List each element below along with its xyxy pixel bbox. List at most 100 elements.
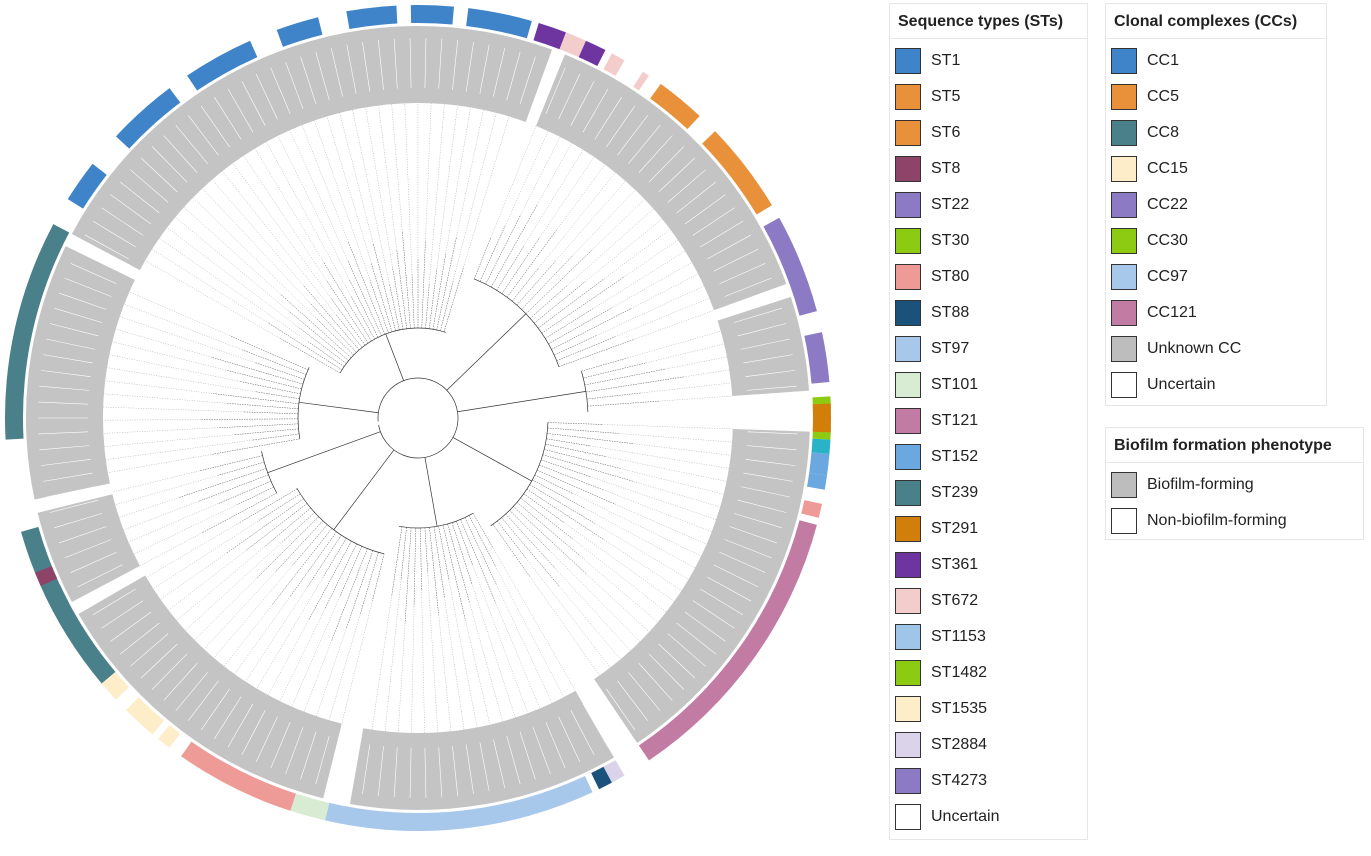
tree-leaf-branch	[541, 277, 624, 334]
st-label: Uncertain	[931, 808, 1000, 825]
tree-leaf-connector	[596, 285, 705, 336]
tree-leaf-connector	[328, 614, 361, 721]
leaf-label-mark	[667, 169, 706, 203]
tree-leaf-branch	[202, 492, 277, 533]
leaf-label-mark	[746, 385, 797, 391]
tree-leaf-connector	[618, 433, 733, 443]
tree-root-arc	[377, 377, 459, 459]
leaf-label-mark	[300, 56, 317, 105]
leaf-label-mark	[92, 220, 136, 248]
tree-leaf-connector	[590, 445, 729, 469]
tree-leaf-branch	[442, 525, 466, 621]
st-ring-segment	[410, 4, 454, 25]
tree-leaf-branch	[275, 520, 324, 572]
leaf-label-mark	[270, 722, 291, 769]
leaf-label-mark	[175, 672, 208, 711]
tree-leaf-connector	[523, 149, 584, 247]
leaf-label-mark	[77, 564, 123, 588]
st-legend-item: ST239	[890, 475, 1087, 511]
tree-leaf-connector	[492, 547, 576, 691]
tree-leaf-connector	[103, 393, 228, 404]
leaf-label-mark	[684, 611, 726, 642]
st-ring-segment	[812, 403, 832, 433]
st-label: ST1482	[931, 664, 988, 681]
leaf-label-mark	[175, 125, 208, 164]
tree-leaf-connector	[277, 135, 350, 280]
biofilm-legend: Biofilm formation phenotype Biofilm-form…	[1105, 427, 1364, 540]
tree-leaf-connector	[428, 104, 445, 285]
tree-leaf-connector	[634, 443, 731, 456]
leaf-label-mark	[214, 696, 242, 740]
leaf-label-mark	[151, 146, 188, 183]
leaf-label-mark	[77, 248, 123, 272]
tree-leaf-branch	[433, 526, 445, 598]
tree-leaf-connector	[592, 250, 686, 310]
tree-leaf-branch	[464, 517, 497, 585]
tree-leaf-connector	[245, 587, 308, 682]
tree-leaf-connector	[601, 424, 733, 430]
st-ring-segment	[346, 5, 398, 30]
leaf-label-mark	[110, 194, 152, 225]
st-legend-item: ST88	[890, 295, 1087, 331]
leaf-label-mark	[506, 735, 521, 785]
tree-leaf-connector	[119, 497, 180, 518]
tree-leaf-connector	[623, 239, 679, 278]
leaf-label-mark	[570, 710, 595, 755]
tree-leaf-branch	[308, 541, 352, 620]
cc-label: CC1	[1147, 52, 1180, 69]
leaf-label-mark	[346, 742, 357, 792]
tree-leaf-connector	[594, 523, 689, 580]
cc-swatch	[1111, 120, 1137, 146]
tree-leaf-connector	[572, 493, 702, 557]
tree-leaf-branch	[432, 253, 447, 330]
tree-leaf-connector	[584, 218, 663, 282]
leaf-label-mark	[606, 105, 636, 148]
st-swatch	[895, 48, 921, 74]
leaf-label-mark	[49, 323, 99, 337]
st-legend-item: ST5	[890, 79, 1087, 115]
tree-leaf-connector	[557, 164, 606, 230]
leaf-label-mark	[570, 81, 595, 126]
st-swatch	[895, 768, 921, 794]
tree-branch-arc	[474, 278, 560, 367]
tree-leaf-branch	[554, 335, 597, 356]
tree-leaf-connector	[183, 207, 282, 296]
tree-leaf-branch	[370, 262, 393, 332]
leaf-label-mark	[163, 663, 198, 701]
tree-leaf-branch	[447, 523, 470, 602]
leaf-label-mark	[719, 551, 766, 573]
cc-label: Unknown CC	[1147, 340, 1242, 357]
cc-swatch	[1111, 192, 1137, 218]
st-legend-item: ST97	[890, 331, 1087, 367]
st-swatch	[895, 732, 921, 758]
tree-leaf-branch	[587, 400, 660, 407]
tree-leaf-branch	[402, 232, 411, 329]
tree-leaf-connector	[633, 481, 721, 508]
st-ring-segment	[578, 40, 606, 67]
tree-leaf-connector	[185, 541, 283, 631]
tree-leaf-branch	[421, 241, 426, 329]
cc-label: CC22	[1147, 196, 1188, 213]
biofilm-legend-item: Non-biofilm-forming	[1106, 503, 1363, 539]
tree-branch	[385, 333, 404, 381]
leaf-label-mark	[59, 526, 107, 544]
st-ring-segment	[181, 741, 296, 811]
st-swatch	[895, 624, 921, 650]
st-swatch	[895, 336, 921, 362]
leaf-label-mark	[346, 44, 357, 94]
st-label: ST361	[931, 556, 979, 573]
tree-leaf-branch	[413, 527, 416, 607]
leaf-label-mark	[393, 38, 398, 89]
tree-leaf-connector	[579, 555, 659, 623]
tree-leaf-connector	[266, 141, 352, 297]
st-ring-segment	[325, 775, 593, 831]
tree-leaf-connector	[192, 197, 318, 320]
st-swatch	[895, 552, 921, 578]
tree-leaf-connector	[129, 291, 231, 337]
leaf-label-mark	[532, 727, 551, 775]
tree-leaf-connector	[411, 606, 415, 733]
leaf-label-mark	[707, 576, 752, 602]
st-legend-item: ST121	[890, 403, 1087, 439]
